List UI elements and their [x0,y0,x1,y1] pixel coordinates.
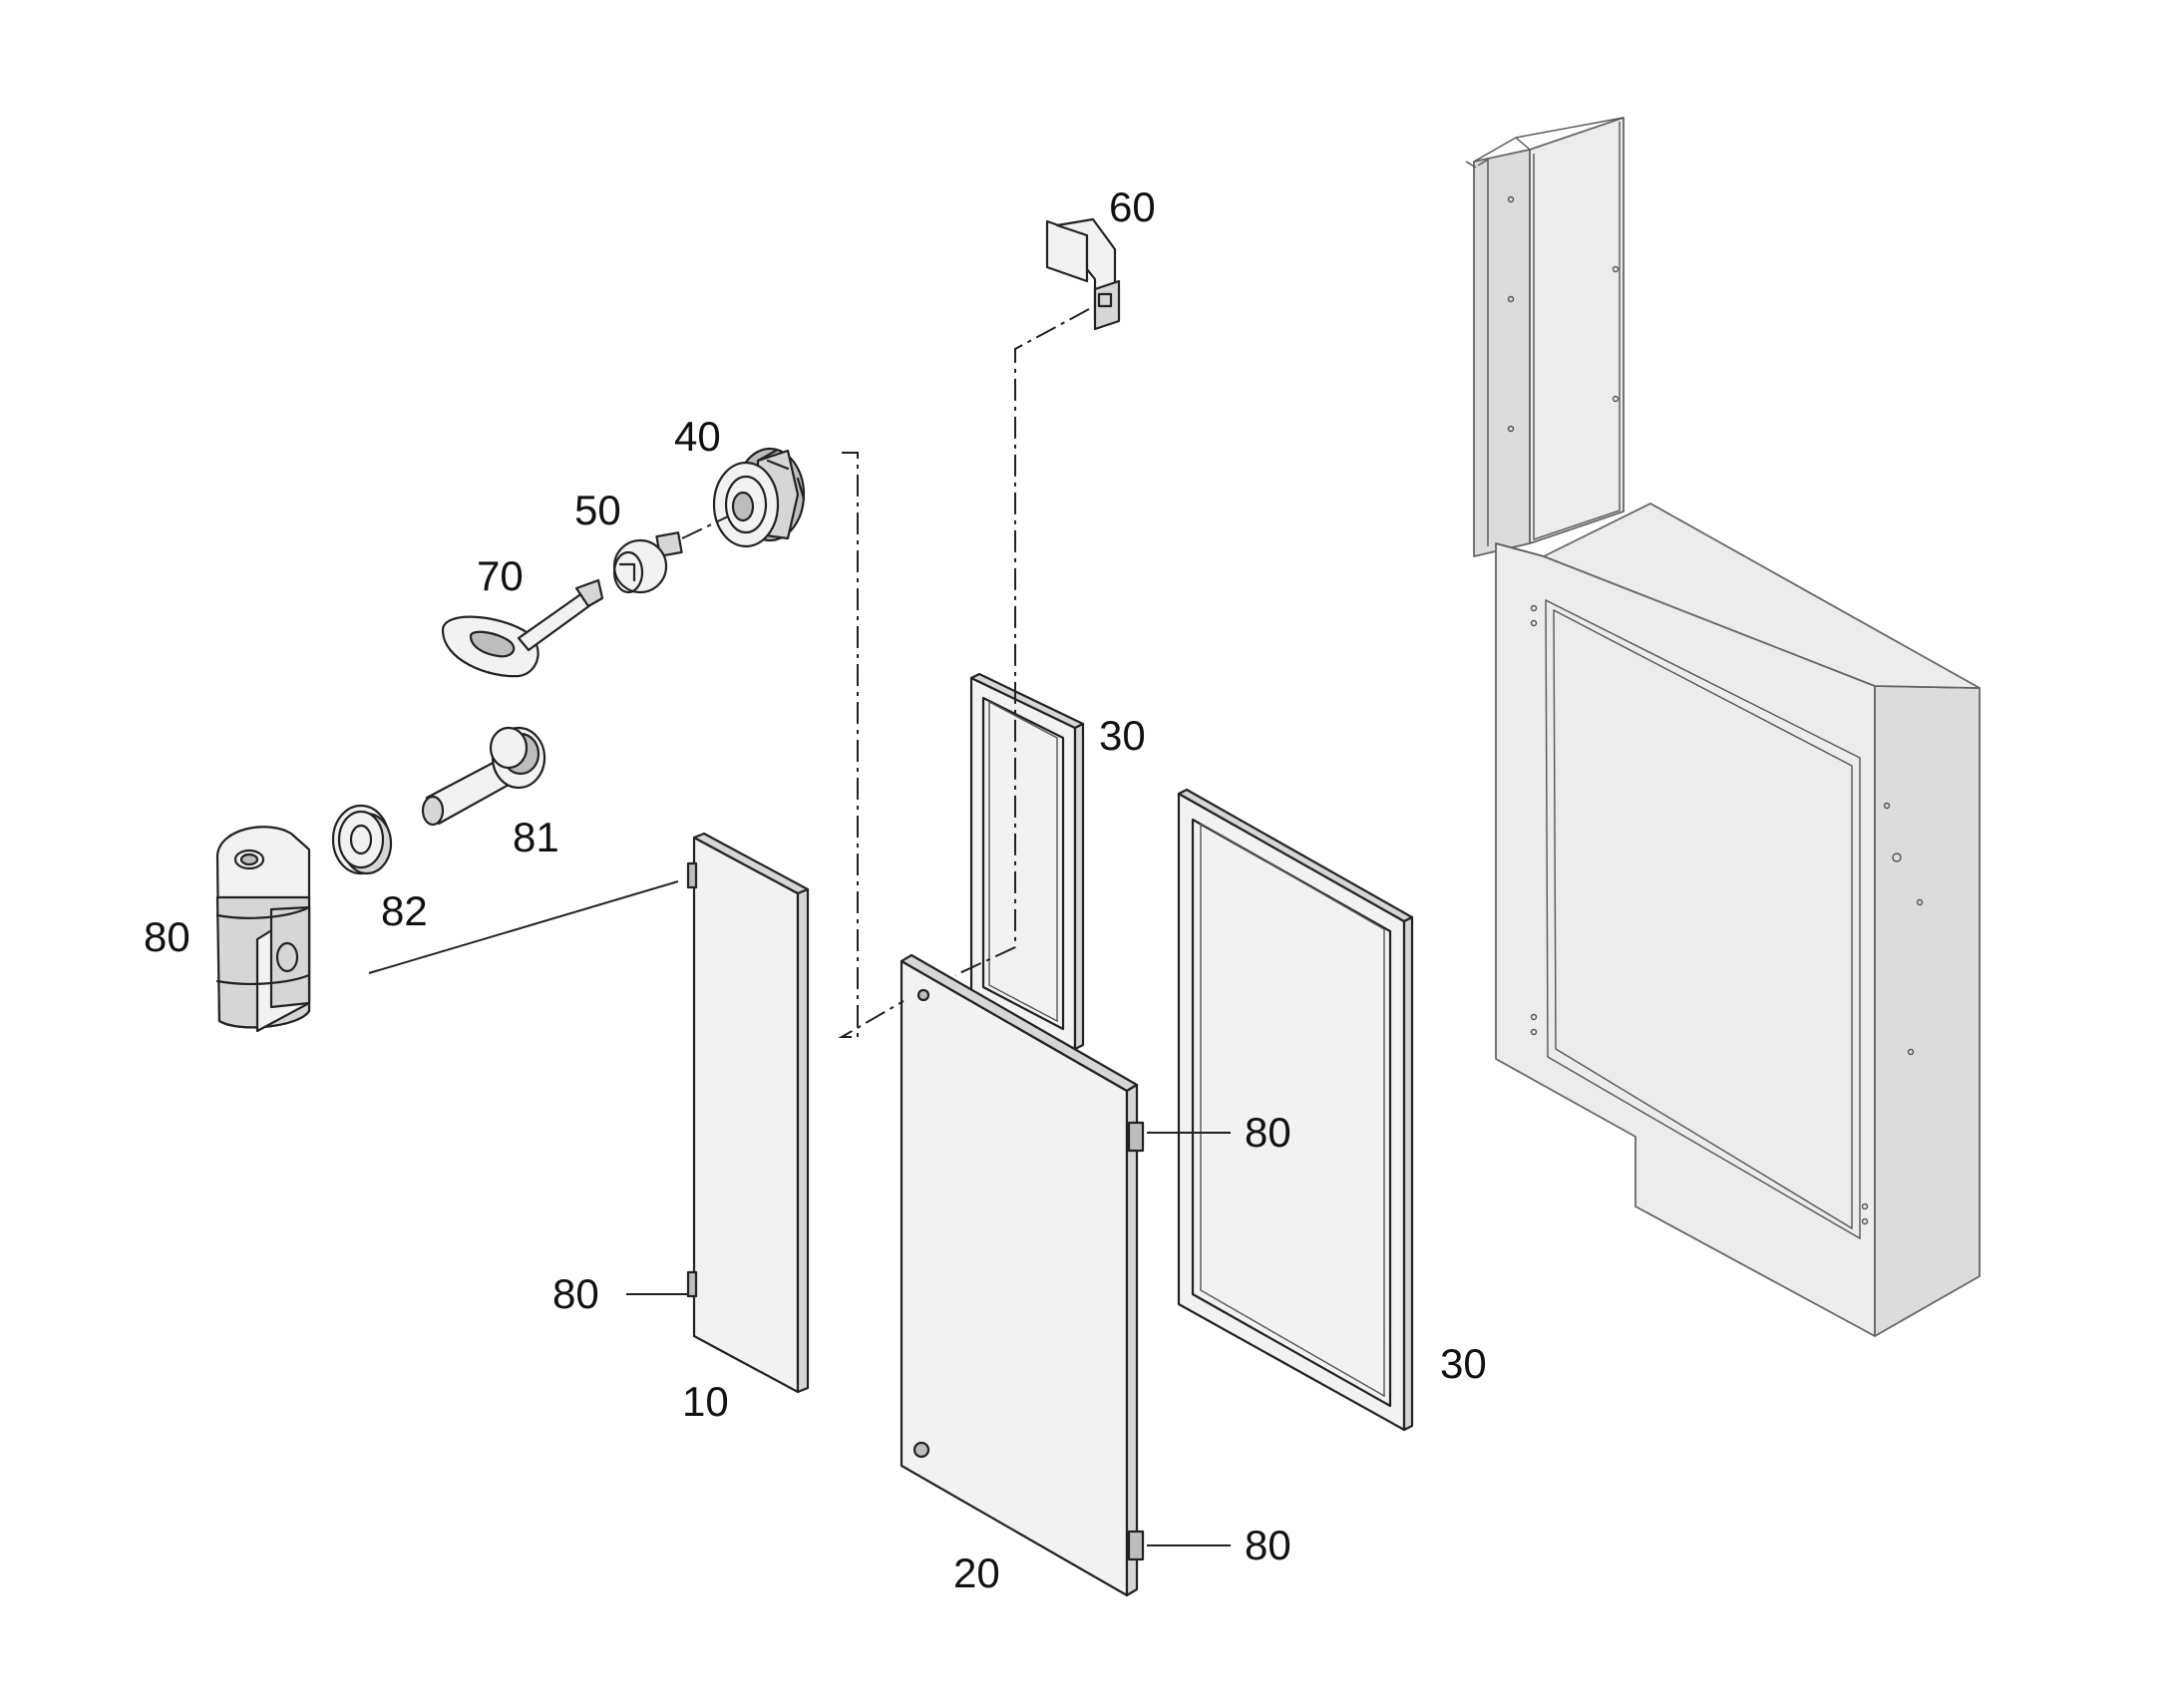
callout-70: 70 [477,552,524,599]
callout-30-top: 30 [1099,712,1146,759]
callout-10: 10 [682,1378,729,1425]
part-81-hinge-pin [421,726,546,827]
callout-30-bottom: 30 [1440,1340,1487,1387]
callout-80-left: 80 [144,913,190,960]
part-20-door [900,953,1145,1597]
part-70-key [441,578,604,678]
callout-40: 40 [674,413,721,460]
part-82-washer [331,804,393,875]
part-30-gasket-rear [969,672,1085,1051]
callout-82: 82 [381,887,428,934]
callout-80-door-bottom: 80 [1245,1522,1291,1568]
callout-80-panel: 80 [552,1270,599,1317]
hinge-explode-line [368,880,679,974]
part-80-hinge-detail [215,826,311,1033]
part-30-gasket-front [1177,788,1414,1432]
callout-leaders [626,1132,1231,1546]
part-50-cam [612,531,683,594]
callout-81: 81 [513,814,559,860]
callout-labels: 60 40 50 70 30 81 82 80 80 80 10 30 80 2… [144,183,1487,1596]
callout-60: 60 [1109,183,1156,230]
callout-80-door-mid: 80 [1245,1109,1291,1156]
enclosure-cabinet [1465,117,1981,1337]
callout-50: 50 [574,487,621,533]
assembly-lines [681,308,1090,1038]
part-60-catch-bracket [1045,217,1121,331]
callout-20: 20 [953,1549,1000,1596]
part-40-lock-insert [712,447,806,548]
part-10-side-panel [686,832,810,1394]
